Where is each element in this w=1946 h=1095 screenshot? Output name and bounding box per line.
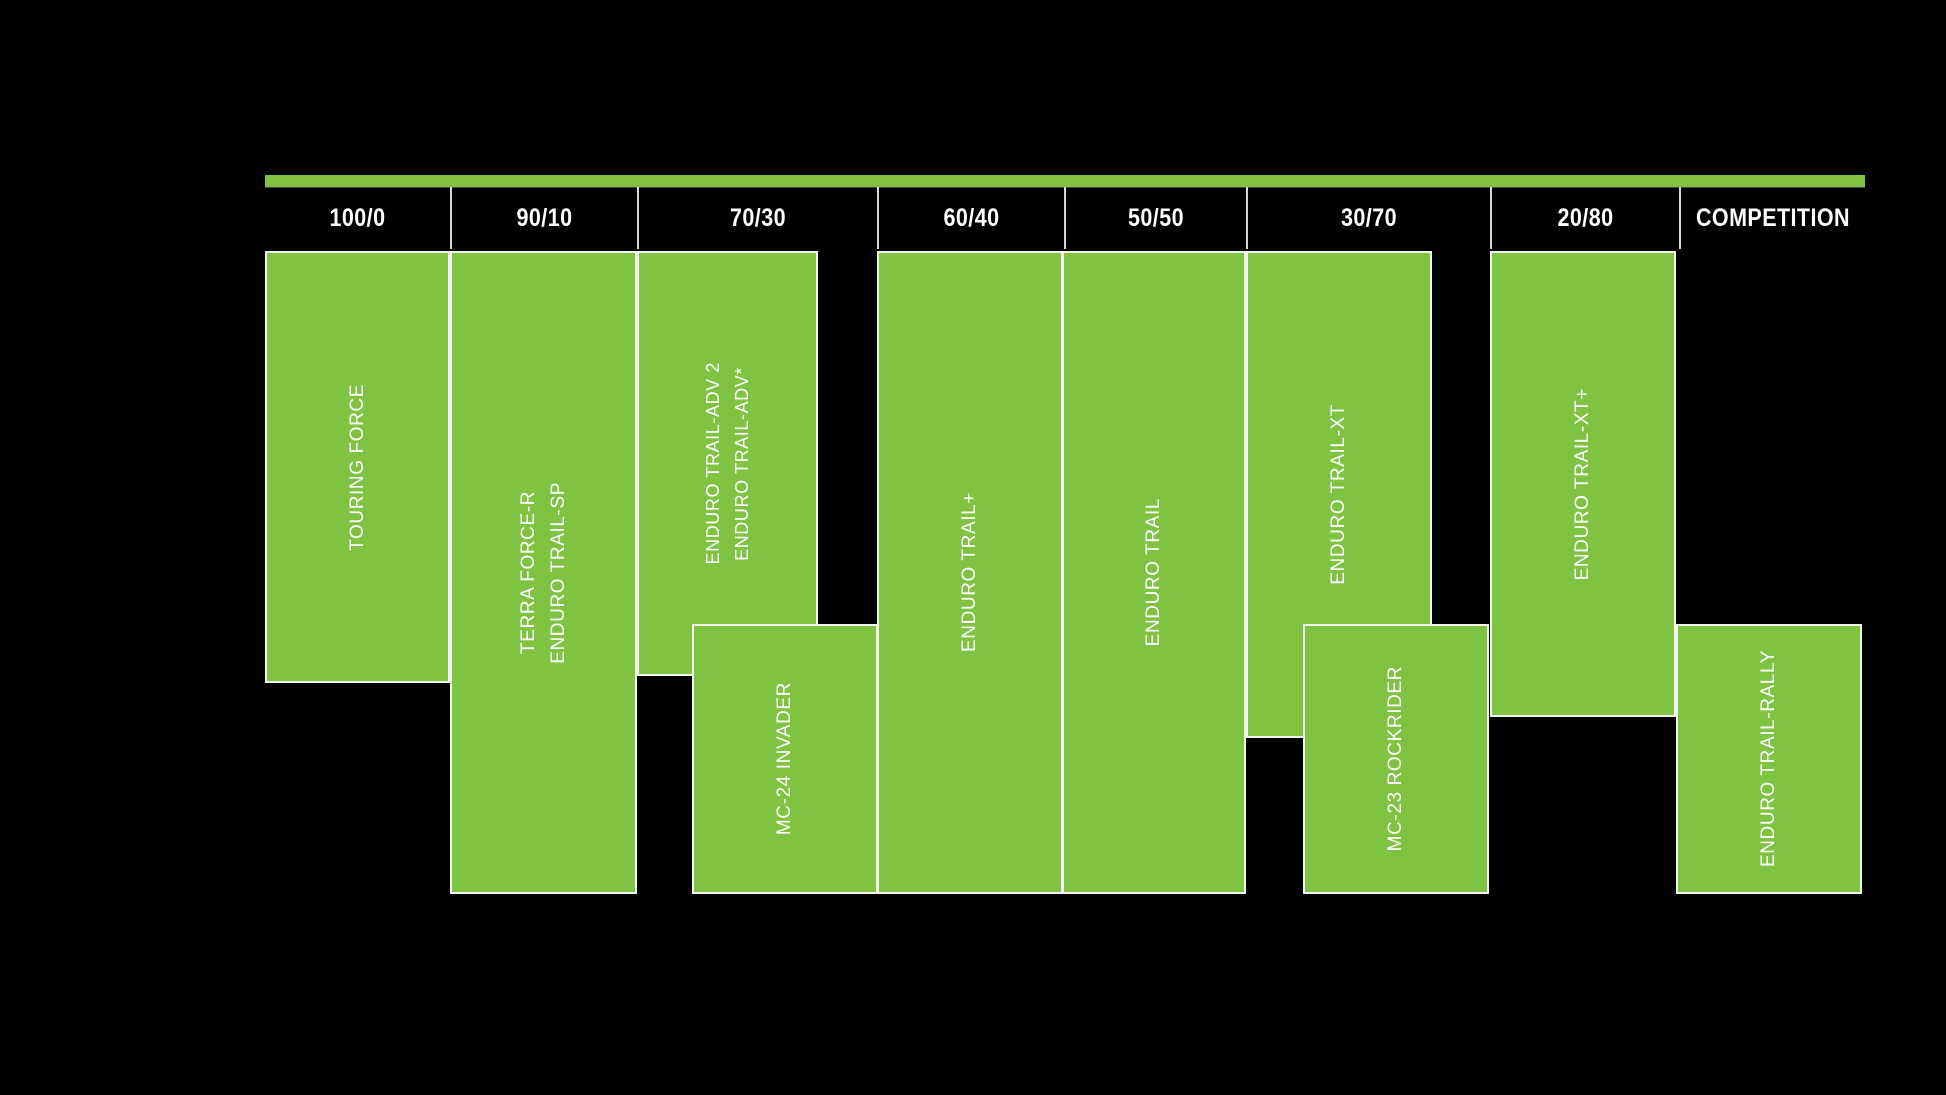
header-label: 60/40 <box>943 203 1000 232</box>
header-cell-90-10[interactable]: 90/10 <box>465 187 624 249</box>
bar-label-secondary: ENDURO TRAIL-SP <box>547 481 569 664</box>
bar-label: ENDURO TRAIL-RALLY <box>1758 650 1780 868</box>
bar-enduro-trail-xt-plus[interactable]: ENDURO TRAIL-XT+ <box>1490 251 1676 717</box>
header-cell-competition[interactable]: COMPETITION <box>1694 187 1852 249</box>
header-label: 20/80 <box>1557 203 1614 232</box>
top-accent-rule <box>265 175 1865 187</box>
bar-label: MC-23 ROCKRIDER <box>1385 666 1407 852</box>
bar-label: TOURING FORCE <box>346 383 368 551</box>
bar-label-group: ENDURO TRAIL <box>1064 253 1244 892</box>
bar-touring-force[interactable]: TOURING FORCE <box>265 251 450 683</box>
bar-label-secondary: ENDURO TRAIL-ADV* <box>731 366 752 561</box>
bar-label: ENDURO TRAIL-XT+ <box>1572 387 1594 581</box>
header-label: 50/50 <box>1128 203 1184 232</box>
header-cell-100-0[interactable]: 100/0 <box>278 187 437 249</box>
bar-label: ENDURO TRAIL <box>1143 498 1165 647</box>
bar-label: ENDURO TRAIL+ <box>959 492 981 653</box>
bar-label-group: TOURING FORCE <box>267 253 448 681</box>
header-divider <box>1490 187 1492 249</box>
bar-label-group: MC-24 INVADER <box>694 626 876 892</box>
bar-enduro-trail-adv[interactable]: ENDURO TRAIL-ADV 2 ENDURO TRAIL-ADV* <box>637 251 818 676</box>
header-divider <box>877 187 879 249</box>
bar-enduro-trail-rally[interactable]: ENDURO TRAIL-RALLY <box>1676 624 1862 894</box>
header-cell-70-30[interactable]: 70/30 <box>656 187 861 249</box>
header-divider <box>1246 187 1248 249</box>
header-divider <box>1679 187 1681 249</box>
bar-label-group: ENDURO TRAIL+ <box>879 253 1061 892</box>
bar-enduro-trail[interactable]: ENDURO TRAIL <box>1062 251 1246 894</box>
header-label: 90/10 <box>516 203 573 232</box>
bar-label: MC-24 INVADER <box>774 682 796 836</box>
header-divider <box>637 187 639 249</box>
header-label: 30/70 <box>1341 203 1397 232</box>
bar-label-group: ENDURO TRAIL-RALLY <box>1678 626 1860 892</box>
header-cell-30-70[interactable]: 30/70 <box>1265 187 1473 249</box>
header-label: COMPETITION <box>1695 203 1851 232</box>
bar-mc-24-invader[interactable]: MC-24 INVADER <box>692 624 878 894</box>
header-cell-50-50[interactable]: 50/50 <box>1079 187 1234 249</box>
header-label: 70/30 <box>730 203 786 232</box>
header-divider <box>450 187 452 249</box>
bar-label-group: ENDURO TRAIL-ADV 2 ENDURO TRAIL-ADV* <box>639 253 816 674</box>
header-cell-20-80[interactable]: 20/80 <box>1505 187 1666 249</box>
bar-label: TERRA FORCE-R <box>517 491 539 654</box>
bar-enduro-trail-plus[interactable]: ENDURO TRAIL+ <box>877 251 1063 894</box>
bar-mc-23-rockrider[interactable]: MC-23 ROCKRIDER <box>1303 624 1489 894</box>
bar-label: ENDURO TRAIL-XT <box>1328 404 1350 585</box>
bar-label-group: TERRA FORCE-R ENDURO TRAIL-SP <box>452 253 635 892</box>
header-cell-60-40[interactable]: 60/40 <box>892 187 1051 249</box>
bar-label: ENDURO TRAIL-ADV 2 <box>703 362 724 565</box>
bar-label-group: MC-23 ROCKRIDER <box>1305 626 1487 892</box>
bar-label-group: ENDURO TRAIL-XT+ <box>1492 253 1674 715</box>
bar-terra-force-r[interactable]: TERRA FORCE-R ENDURO TRAIL-SP <box>450 251 637 894</box>
header-label: 100/0 <box>329 203 386 232</box>
header-divider <box>1064 187 1066 249</box>
